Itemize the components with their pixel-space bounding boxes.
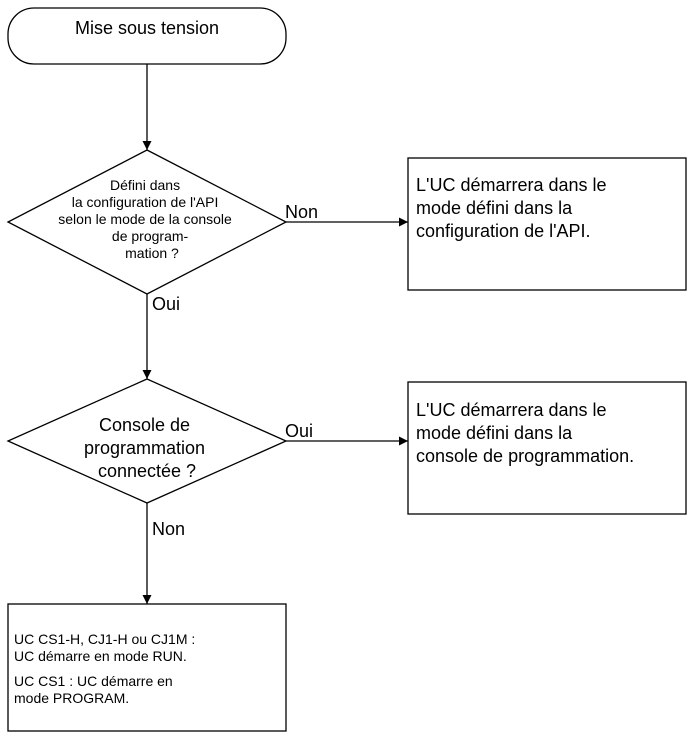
edge-label-d1-non: Non <box>285 202 318 222</box>
result2-box <box>407 381 687 515</box>
result2-label: L'UC démarrera dans le mode défini dans … <box>416 400 634 466</box>
result1-label: L'UC démarrera dans le mode défini dans … <box>416 175 612 241</box>
decision1-label: Défini dans la configuration de l'API se… <box>58 177 235 261</box>
start-label: Mise sous tension <box>75 18 219 38</box>
edge-label-d2-non: Non <box>152 519 185 539</box>
result3-label: UC CS1-H, CJ1-H ou CJ1M : UC démarre en … <box>14 631 199 706</box>
edge-label-d1-oui: Oui <box>152 294 180 314</box>
edge-label-d2-oui: Oui <box>285 421 313 441</box>
decision2-label: Console de programmation connectée ? <box>84 415 210 481</box>
result1-box <box>407 157 687 291</box>
result3-box <box>7 603 287 732</box>
